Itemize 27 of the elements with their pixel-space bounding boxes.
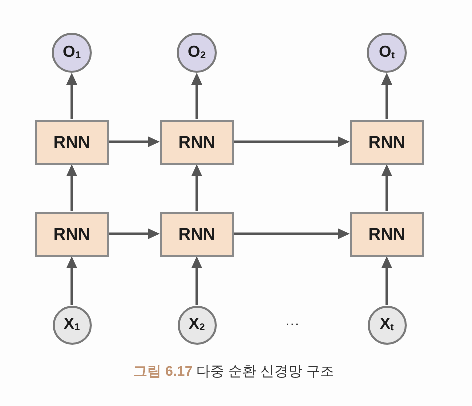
figure-caption: 그림 6.17 다중 순환 신경망 구조 [134, 363, 334, 381]
arrow [234, 228, 350, 240]
arrow [66, 164, 78, 212]
arrow [382, 73, 392, 120]
arrow [66, 73, 78, 120]
output-circle: O$_{t}$ [367, 33, 407, 73]
arrow [382, 164, 392, 212]
output-circle: O$_{2}$ [177, 33, 217, 73]
arrow [192, 256, 202, 306]
input-circle: X$_{t}$ [368, 306, 406, 344]
ellipsis: … [285, 312, 301, 330]
arrow [382, 256, 392, 306]
arrow [192, 164, 202, 212]
arrow [234, 136, 350, 148]
arrow [192, 73, 202, 120]
rnn-box: RNN [350, 212, 424, 256]
rnn-box: RNN [350, 120, 424, 164]
input-circle: X$_{2}$ [178, 306, 216, 344]
arrow [109, 136, 160, 148]
arrow [109, 228, 160, 240]
rnn-box: RNN [160, 120, 234, 164]
rnn-box: RNN [35, 212, 109, 256]
rnn-box: RNN [160, 212, 234, 256]
input-circle: X$_{1}$ [52, 306, 92, 344]
arrow [66, 256, 78, 306]
output-circle: O$_{1}$ [52, 33, 92, 73]
rnn-box: RNN [35, 120, 109, 164]
